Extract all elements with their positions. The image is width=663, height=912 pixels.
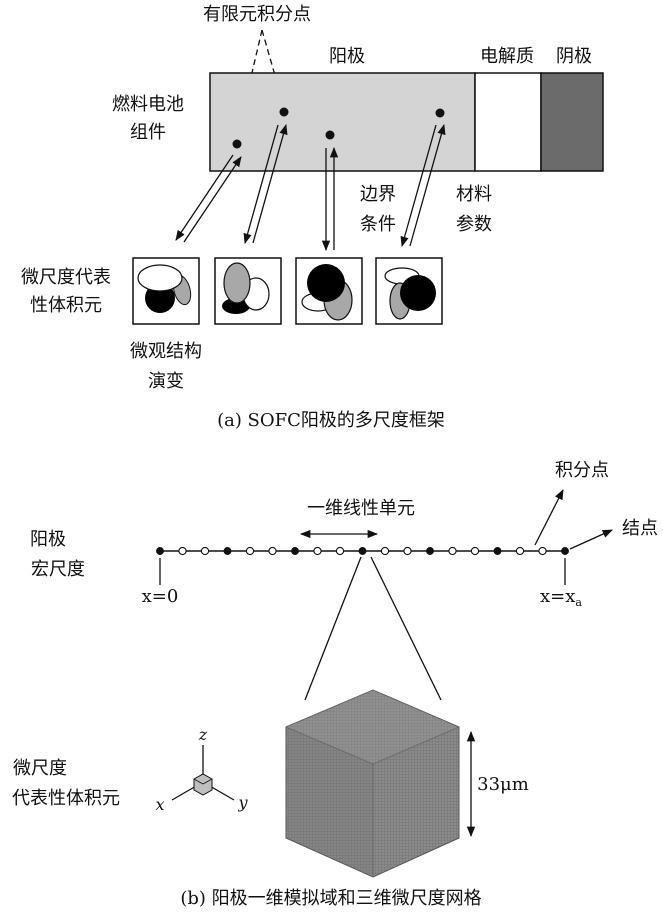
axis-z-label: z xyxy=(198,725,208,744)
rve-box-3 xyxy=(295,257,363,325)
mesh-integration-point xyxy=(448,546,457,556)
arrow-up-1 xyxy=(183,156,242,243)
label-evolution-line1: 微观结构 xyxy=(130,341,202,362)
label-node: 结点 xyxy=(622,518,658,539)
arrow-down-1 xyxy=(175,154,234,241)
part-b: 积分点 一维线性单元 结点 阳极 宏尺度 x=0 x=xa 33μm 微尺度 代… xyxy=(12,460,658,909)
mesh-node xyxy=(156,547,164,555)
arrow-to-node xyxy=(569,529,613,550)
rve-box-2 xyxy=(214,257,282,325)
label-material-line1: 材料 xyxy=(456,184,492,205)
arrow-down-4 xyxy=(400,124,437,248)
axis-x-label: x xyxy=(155,795,164,814)
mesh-integration-point xyxy=(313,546,322,556)
label-rve-line1: 微尺度 xyxy=(13,758,67,779)
integration-point xyxy=(232,139,242,149)
label-boundary-line2: 条件 xyxy=(360,214,396,235)
micro-mesh-cube xyxy=(285,689,460,878)
label-anode-line1: 阳极 xyxy=(30,529,66,550)
mesh-node xyxy=(561,547,569,555)
label-cell-line1: 燃料电池 xyxy=(112,94,184,115)
caption-b: (b) 阳极一维模拟域和三维微尺度网格 xyxy=(180,888,481,909)
arrow-down-2 xyxy=(243,124,279,245)
cathode-layer xyxy=(540,72,604,172)
label-cathode: 阴极 xyxy=(556,46,592,67)
zoom-line-left xyxy=(304,556,362,701)
axis-cube-icon xyxy=(193,773,213,796)
label-electrolyte: 电解质 xyxy=(480,46,534,67)
caption-a: (a) SOFC阳极的多尺度框架 xyxy=(217,410,445,431)
axis-y-label: y xyxy=(237,793,248,812)
arrow-to-integration-point xyxy=(534,489,564,546)
mesh-integration-point xyxy=(268,546,277,556)
mesh-node xyxy=(358,547,367,555)
label-evolution-line2: 演变 xyxy=(148,371,184,392)
arrow-up-4 xyxy=(409,123,446,247)
rve-box-4 xyxy=(375,257,443,325)
x-end-label: x=xa xyxy=(540,586,582,609)
mesh-nodes xyxy=(156,546,569,556)
electrolyte-layer xyxy=(474,72,542,172)
mesh-integration-point xyxy=(470,546,480,556)
anode-layer xyxy=(209,72,476,172)
integration-point xyxy=(435,108,445,118)
rve-box-1 xyxy=(132,257,200,325)
label-material-line2: 参数 xyxy=(456,214,492,235)
mesh-integration-point xyxy=(380,546,390,556)
mesh-node xyxy=(291,547,299,555)
x-start-label: x=0 xyxy=(142,586,179,607)
mesh-node xyxy=(493,547,502,555)
label-cell-line2: 组件 xyxy=(130,122,166,143)
label-integration-point: 积分点 xyxy=(555,460,609,481)
mesh-node xyxy=(223,547,232,555)
mesh-integration-point xyxy=(538,546,547,556)
mesh-integration-point xyxy=(200,546,210,556)
mesh-integration-point xyxy=(403,546,412,556)
axis-triad: z x y xyxy=(155,725,248,814)
integration-point xyxy=(279,107,289,117)
label-boundary-line1: 边界 xyxy=(360,184,396,205)
label-rve-line2: 代表性体积元 xyxy=(12,788,120,809)
label-rve-line2: 性体积元 xyxy=(30,295,102,316)
mesh-integration-point xyxy=(515,546,525,556)
label-anode-line2: 宏尺度 xyxy=(31,559,85,580)
size-label: 33μm xyxy=(477,774,529,795)
part-a: 有限元积分点 阳极 电解质 阴极 燃料电池 组件 边界 条件 材料 参数 微尺度… xyxy=(21,4,604,431)
mesh-integration-point xyxy=(245,546,255,556)
label-anode: 阳极 xyxy=(329,46,365,67)
arrow-up-2 xyxy=(252,123,288,244)
label-integration-points: 有限元积分点 xyxy=(203,4,311,25)
integration-point xyxy=(325,130,335,140)
zoom-line-right xyxy=(370,556,442,701)
mesh-integration-point xyxy=(178,546,187,556)
mesh-node xyxy=(426,547,434,555)
label-rve-line1: 微尺度代表 xyxy=(21,267,111,288)
mesh-integration-point xyxy=(335,546,345,556)
label-element: 一维线性单元 xyxy=(307,498,415,519)
